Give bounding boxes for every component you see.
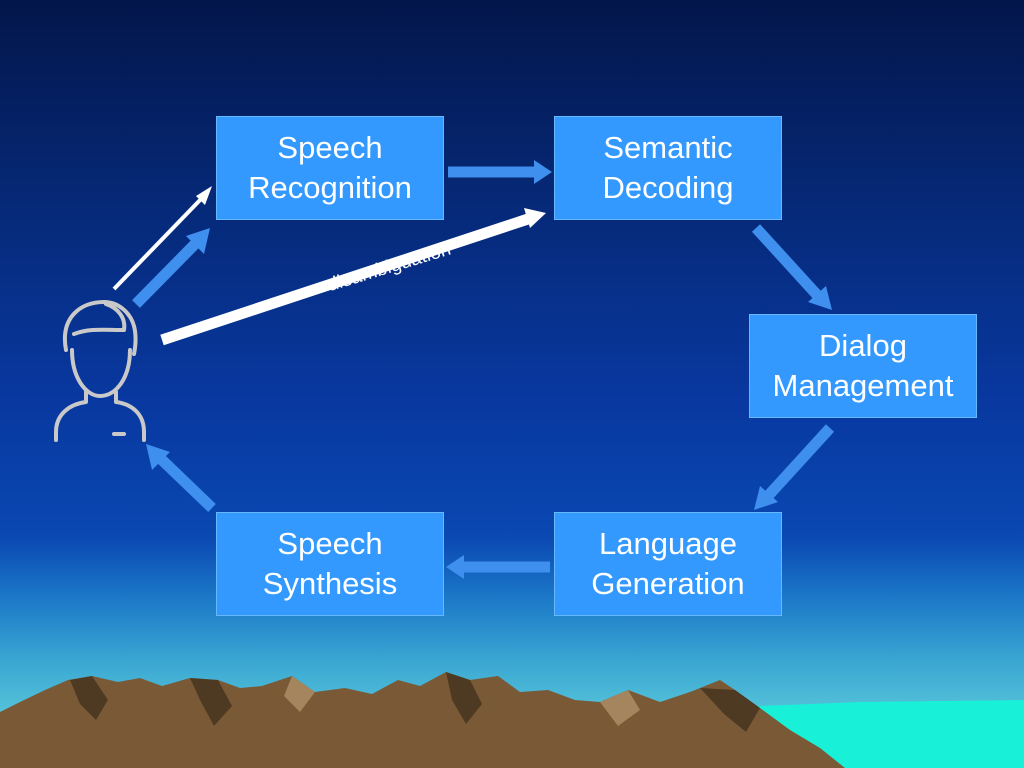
box-label-line: Language [599,526,737,561]
mountain-shadow [70,676,108,720]
dialog-management-box: Dialog Management [749,314,977,418]
landscape [0,672,1024,768]
language-generation-box: Language Generation [554,512,782,616]
arrow-user-to-speech-recognition-white [112,186,212,291]
mountain-shadow [700,688,760,732]
box-label-line: Dialog [819,328,907,363]
arrow-synthesis-to-user [146,444,216,512]
box-label-line: Generation [591,566,745,601]
box-label-line: Semantic [603,130,733,165]
box-label-line: Decoding [602,170,734,205]
mountain-shadow [190,678,232,726]
mountain-range [0,672,845,768]
box-label-line: Management [772,368,954,403]
mountain-shadow [446,672,482,724]
speech-recognition-box: Speech Recognition [216,116,444,220]
semantic-decoding-box: Semantic Decoding [554,116,782,220]
arrow-disambiguation [160,208,546,346]
arrow-generation-to-synthesis [446,555,550,579]
arrow-user-to-speech-recognition [132,228,210,308]
arrow-decoding-to-dialog [751,224,832,310]
person-icon [54,300,146,442]
box-label-line: Speech [277,526,383,561]
arrow-recognition-to-decoding [448,160,552,184]
box-label-line: Speech [277,130,383,165]
speech-synthesis-box: Speech Synthesis [216,512,444,616]
arrows [112,160,835,579]
mountain-highlight [600,690,640,726]
mountain-highlight [284,676,315,712]
arrow-dialog-to-generation [754,424,835,510]
box-label-line: Synthesis [262,566,398,601]
box-label-line: Recognition [248,170,412,205]
